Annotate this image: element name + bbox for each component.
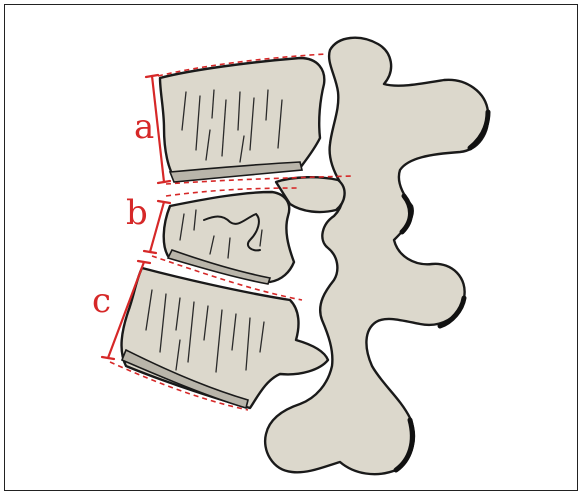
label-a: a xyxy=(134,110,154,144)
label-b: b xyxy=(126,196,148,230)
label-c: c xyxy=(92,284,111,318)
vertebral-body-c xyxy=(122,268,328,408)
